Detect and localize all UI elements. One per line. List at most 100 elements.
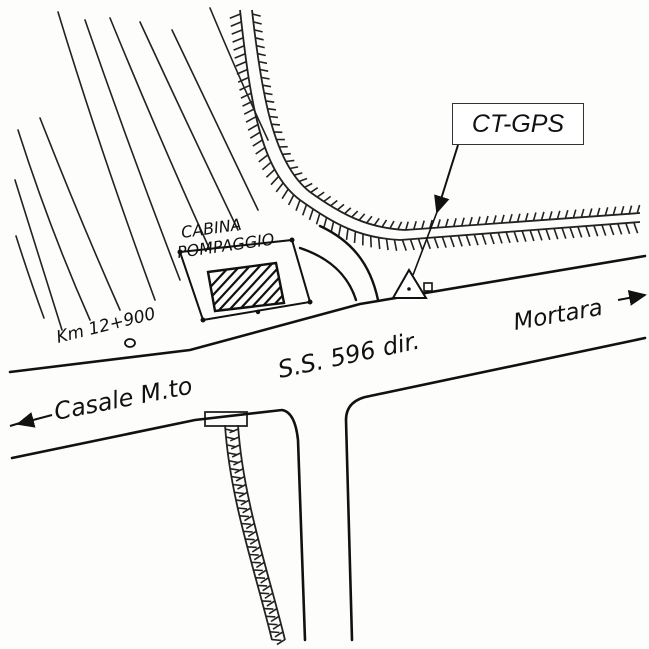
hachure-tick [449,235,455,248]
hachure-tick [553,228,559,240]
hachure-tick [230,444,241,450]
hachure-tick [516,213,521,223]
hachure-tick [266,600,276,607]
hachure-tick [505,231,511,244]
hachure-tick [588,208,593,217]
hachure-tick [231,29,243,35]
direction-left-label: Casale M.to [52,372,195,426]
hachure-tick [233,460,243,466]
hachure-tick [625,222,631,235]
hachure-tick [263,607,274,610]
hachure-tick [262,84,272,88]
embankment-lower [224,424,286,641]
hachure-tick [628,205,633,215]
hachure-tick [255,146,266,155]
hachure-tick [233,45,245,51]
hachure-tick [429,219,433,229]
hachure-tick [365,215,373,224]
hachure-tick [251,561,261,564]
hachure-tick [259,592,270,595]
hachure-tick [267,107,277,111]
hachure-tick [308,208,314,221]
station-leader-line [412,211,438,276]
hachure-tick [323,195,332,203]
hachure-tick [561,227,567,239]
hachure-tick [617,223,623,235]
hachure-tick [316,191,325,198]
hachure-tick [240,92,252,99]
hachure-tick [452,218,457,227]
embankment-hachures-upper [229,13,641,251]
hachure-tick [253,569,263,572]
hachure-tick [271,638,282,642]
hachure-tick [497,232,503,244]
hachure-tick [465,234,471,247]
hachure-tick [254,29,263,33]
hachure-tick [609,224,615,236]
hachure-tick [492,215,497,224]
hachure-tick [508,213,513,223]
hachure-tick [337,225,342,237]
hachure-tick [441,236,447,248]
hachure-tick [272,623,282,630]
hachure-tick [315,213,321,225]
hachure-tick [235,475,245,482]
hachure-tick [540,211,545,221]
main-road [8,254,647,642]
hachure-tick [235,499,246,502]
hachure-tick [245,538,255,541]
hachure-tick [564,209,569,219]
triangle-benchmark-icon [391,268,433,299]
hachure-tick [572,209,577,219]
hachure-tick [473,234,479,246]
hachure-tick [247,530,257,538]
hachure-tick [265,615,276,618]
hachure-tick [532,212,537,221]
hachure-tick [262,584,272,592]
hachure-tick [229,436,240,442]
hachure-tick [261,76,270,80]
hachure-tick [252,13,261,17]
station-label: CT-GPS [471,109,565,138]
station-leader-arrow [434,144,459,214]
embankment-hachures-lower [225,428,286,646]
hachure-tick [229,428,239,434]
hachure-tick [258,569,267,576]
hachure-tick [585,225,591,238]
hachure-tick [596,207,601,217]
hachure-tick [255,37,264,41]
station-label-box: CT-GPS [452,103,584,145]
hachure-tick [228,460,239,464]
hachure-tick [409,238,415,251]
hachure-tick [276,638,286,646]
road-name-label: S.S. 596 dir. [275,327,422,384]
embankment-upper [239,9,641,241]
hachure-tick [269,115,278,119]
hachure-tick [468,216,473,226]
hachure-tick [369,235,372,248]
hachure-tick [556,210,561,220]
hachure-tick [310,187,319,194]
hachure-tick [234,467,244,474]
hachure-tick [235,60,247,67]
hachure-tick [281,188,289,200]
hachure-tick [234,52,246,59]
hachure-tick [257,52,266,57]
hachure-tick [521,230,527,242]
hachure-tick [265,100,275,103]
hachure-tick [243,530,253,533]
hachure-tick [271,123,281,126]
hachure-tick [545,228,551,241]
hachure-tick [601,224,607,236]
hachure-tick [460,217,465,227]
hachure-tick [251,546,261,553]
hachure-tick [275,182,284,193]
hachure-tick [620,205,625,215]
hachure-tick [237,507,248,510]
hachure-tick [255,561,265,569]
hachure-tick [259,68,269,72]
hachure-tick [293,172,303,176]
hachure-tick [433,237,439,249]
km-marker-label: Km 12+900 [54,304,157,348]
hachure-tick [393,239,398,251]
